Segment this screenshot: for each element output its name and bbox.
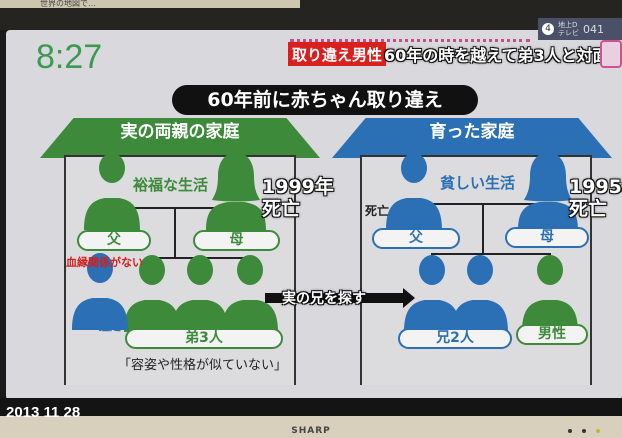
death-status: 死亡: [262, 198, 301, 220]
quote: 「容姿や性格が似ていない」: [118, 358, 288, 373]
mother-label: 母: [193, 230, 280, 251]
tv-bezel-bottom: [0, 398, 622, 418]
left-house-roof: 実の両親の家庭: [40, 118, 320, 158]
mother-death-note: 1999年 死亡: [262, 176, 334, 220]
date-stamp: 2013 11 28: [6, 404, 81, 421]
father-death-note: 死亡: [365, 204, 390, 218]
led-icon: [582, 429, 586, 433]
mother-death-note: 1995年 死亡: [569, 176, 622, 220]
dotted-divider: [290, 39, 530, 42]
headline: 60年の時を越えて弟3人と対面: [384, 46, 609, 65]
arrow-icon: [265, 288, 415, 308]
no-blood-relation-label: 血縁関係がない: [66, 256, 143, 269]
brother-silhouette-icon: [404, 255, 460, 332]
brothers-label: 兄2人: [398, 328, 512, 349]
death-status: 死亡: [569, 198, 608, 220]
channel-badge: 4 地上D テレビ 041: [538, 18, 622, 40]
channel-number-badge: 4: [542, 23, 554, 35]
tv-brand-logo: SHARP: [291, 426, 331, 436]
channel-number: 041: [583, 22, 604, 36]
father-label: 父: [372, 228, 460, 249]
arrow-label: 実の兄を探す: [282, 291, 366, 307]
father-silhouette-icon: [386, 153, 442, 230]
son-silhouette-icon: [172, 255, 228, 332]
death-year: 1995年: [569, 176, 622, 198]
lifestyle-label: 貧しい生活: [440, 174, 516, 192]
headline-tag: 取り違え男性: [288, 42, 387, 66]
right-house-roof: 育った家庭: [332, 118, 612, 158]
connector-line: [130, 207, 215, 209]
dna-test-label: DNA鑑定: [72, 320, 121, 333]
mother-label: 母: [505, 227, 589, 248]
channel-type: 地上D: [558, 21, 578, 29]
led-icon: [568, 429, 572, 433]
mother-silhouette-icon: [206, 152, 266, 230]
children-label: 弟3人: [125, 328, 283, 349]
channel-type: テレビ: [558, 29, 579, 37]
station-logo: [600, 40, 622, 68]
man-label: 男性: [516, 324, 588, 345]
clock: 8:27: [36, 38, 103, 76]
right-house-label: 育った家庭: [429, 122, 515, 142]
death-year: 1999年: [262, 176, 334, 198]
led-icon: [596, 429, 600, 433]
diagram-title: 60年前に赤ちゃん取り違え: [172, 85, 478, 115]
lifestyle-label: 裕福な生活: [133, 176, 209, 194]
left-house-label: 実の両親の家庭: [120, 122, 240, 142]
connector-line: [174, 207, 176, 259]
tv-frame: [0, 416, 622, 438]
connector-line: [482, 203, 484, 255]
brother-silhouette-icon: [452, 255, 508, 332]
connector-line: [431, 253, 551, 255]
background-paper: 世界の地図で…: [0, 0, 300, 8]
father-silhouette-icon: [84, 153, 140, 230]
man-silhouette-icon: [522, 255, 578, 332]
father-label: 父: [77, 230, 151, 251]
